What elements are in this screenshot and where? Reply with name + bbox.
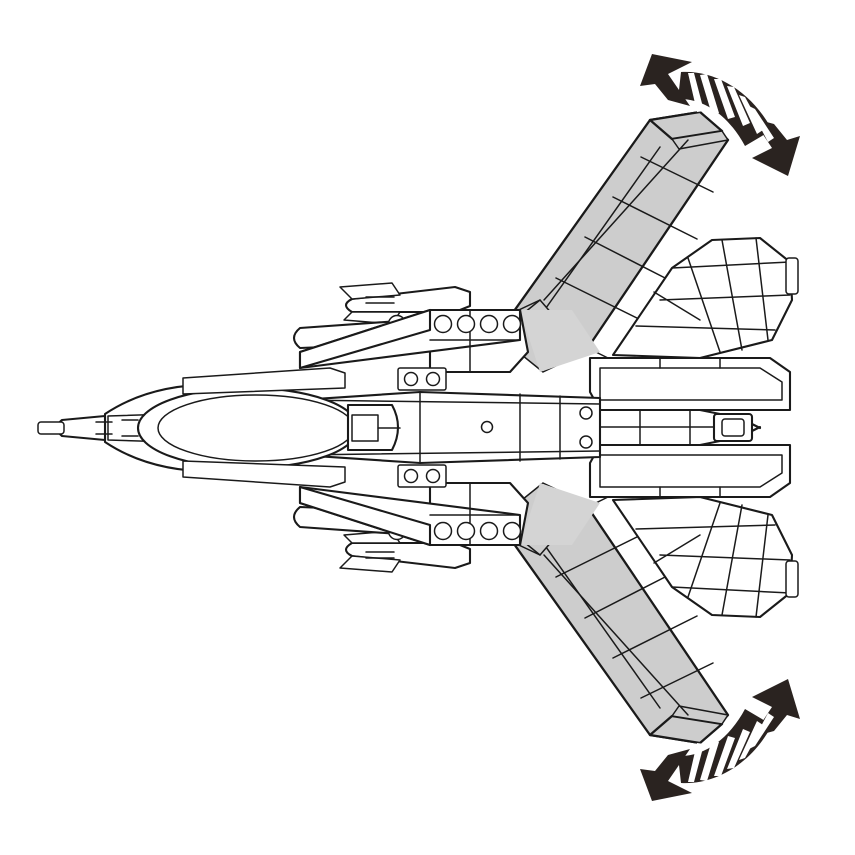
tail-fin-panels-upper [635,237,791,353]
intake-lower [298,485,432,547]
sweep-arrow-lower [640,679,800,801]
engine-nacelle-upper [588,356,792,412]
tail-fin-upper [611,236,799,360]
tail-cone-block [588,408,762,447]
tail-fin-panels-lower [635,502,791,618]
sweep-arrow-upper [640,54,800,176]
avionics-hatch [346,403,401,452]
forward-strake-upper [182,367,346,395]
cockpit-canopy [136,386,360,470]
wing-glove-shade-lower [520,483,600,545]
intake-upper [298,308,432,370]
wing-glove-upper [298,308,530,374]
arrow-stripes-lower [688,713,774,782]
arrow-stripes-upper [688,73,774,142]
engine-nacelle-lower [588,443,792,499]
forward-strake-lower [182,460,346,488]
fuselage-panel-lines [299,391,601,464]
wing-glove-shade-upper [520,310,600,372]
forward-studs-upper [397,367,447,391]
forward-studs-lower [397,464,447,488]
tail-fin-lower [611,495,799,619]
